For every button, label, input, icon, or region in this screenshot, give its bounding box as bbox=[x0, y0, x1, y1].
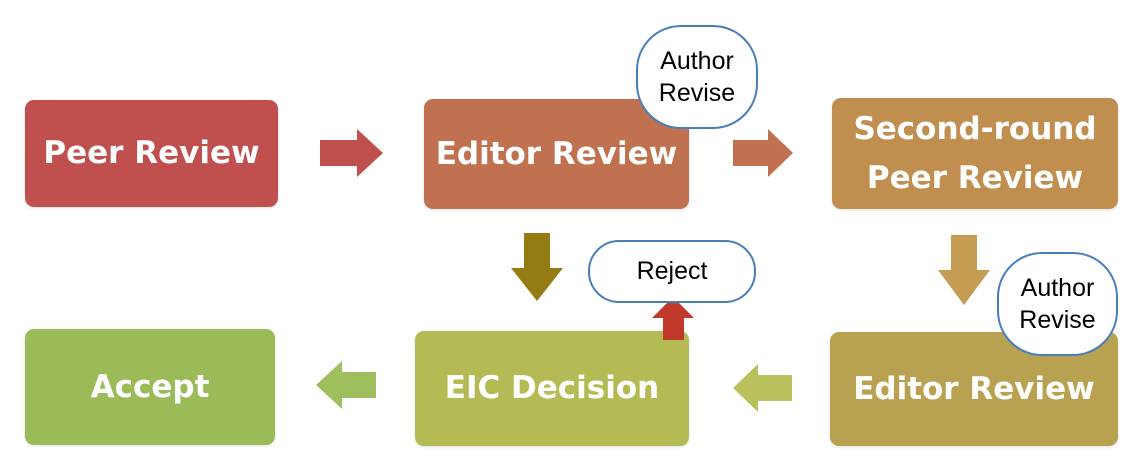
reject-note: Reject bbox=[588, 240, 756, 303]
arrow-editor2-to-eic bbox=[733, 364, 792, 412]
arrow-eic-to-accept bbox=[316, 361, 376, 409]
arrow-second-to-editor2 bbox=[938, 235, 990, 305]
author-revise-note-1: Author Revise bbox=[636, 25, 758, 129]
author-revise-note-2: Author Revise bbox=[997, 252, 1118, 356]
editor-review-box: Editor Review bbox=[424, 99, 689, 209]
eic-decision-box: EIC Decision bbox=[415, 331, 689, 446]
second-round-peer-review-box: Second-round Peer Review bbox=[832, 98, 1118, 209]
arrow-editor-to-second bbox=[733, 129, 793, 177]
peer-review-box: Peer Review bbox=[25, 100, 278, 207]
arrow-peer-to-editor bbox=[320, 129, 383, 177]
arrow-eic-to-reject bbox=[652, 297, 694, 340]
arrow-editor-to-eic bbox=[511, 233, 563, 301]
accept-box: Accept bbox=[25, 329, 275, 445]
